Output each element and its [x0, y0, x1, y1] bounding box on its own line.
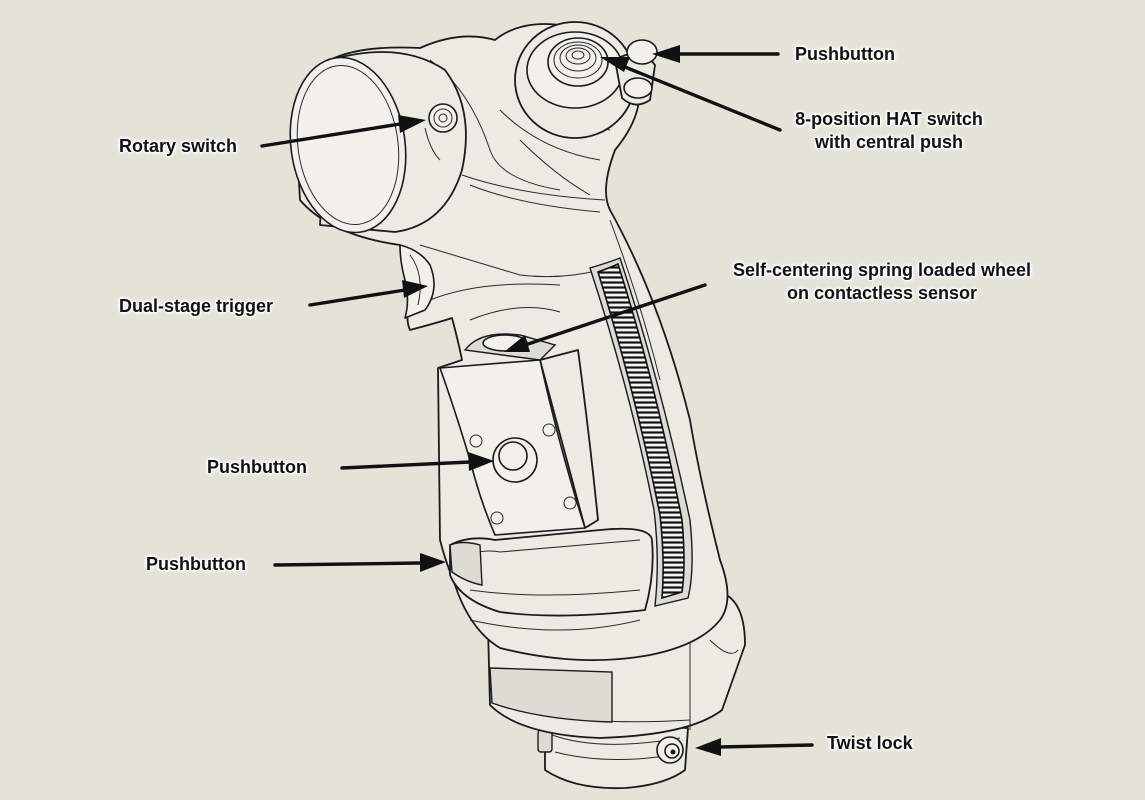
twist-lock-knob-icon [656, 736, 684, 764]
wheel-label-line2: on contactless sensor [786, 283, 978, 303]
hat-switch-icon [547, 37, 609, 87]
lower-pushbutton [449, 527, 654, 617]
rotary-switch-knob-icon [424, 103, 458, 161]
dual-stage-trigger-label: Dual-stage trigger [119, 296, 274, 316]
pushbutton-top-label: Pushbutton [795, 44, 895, 64]
arrow-pushbutton-middle [340, 452, 494, 471]
front-panel [439, 333, 599, 536]
middle-pushbutton-icon [492, 437, 538, 483]
hat-switch [514, 21, 636, 139]
arrow-pushbutton-top [652, 45, 780, 63]
arrow-pushbutton-lower [273, 553, 446, 572]
wheel-label: Self-centering spring loaded wheel on co… [708, 259, 1056, 305]
twist-lock-base [537, 724, 689, 790]
hat-switch-label: 8-position HAT switch with central push [778, 108, 1000, 154]
hat-switch-label-line1: 8-position HAT switch [795, 109, 983, 129]
dual-stage-trigger [399, 244, 435, 319]
arrow-twist-lock [695, 738, 814, 756]
arrow-hat-switch [600, 57, 782, 132]
twist-lock-label: Twist lock [827, 733, 913, 753]
wheel-label-line1: Self-centering spring loaded wheel [732, 260, 1032, 280]
callout-arrows [260, 45, 814, 756]
arrow-wheel [504, 283, 707, 352]
pushbutton-middle-label: Pushbutton [207, 457, 307, 477]
self-centering-wheel [589, 257, 693, 607]
pushbutton-lower-label: Pushbutton [146, 554, 246, 574]
hat-switch-label-line2: with central push [814, 132, 964, 152]
arrow-rotary-switch [260, 115, 426, 148]
arrow-trigger [308, 280, 428, 307]
rotary-switch-label: Rotary switch [119, 136, 238, 156]
rotary-switch-pod [289, 51, 467, 234]
